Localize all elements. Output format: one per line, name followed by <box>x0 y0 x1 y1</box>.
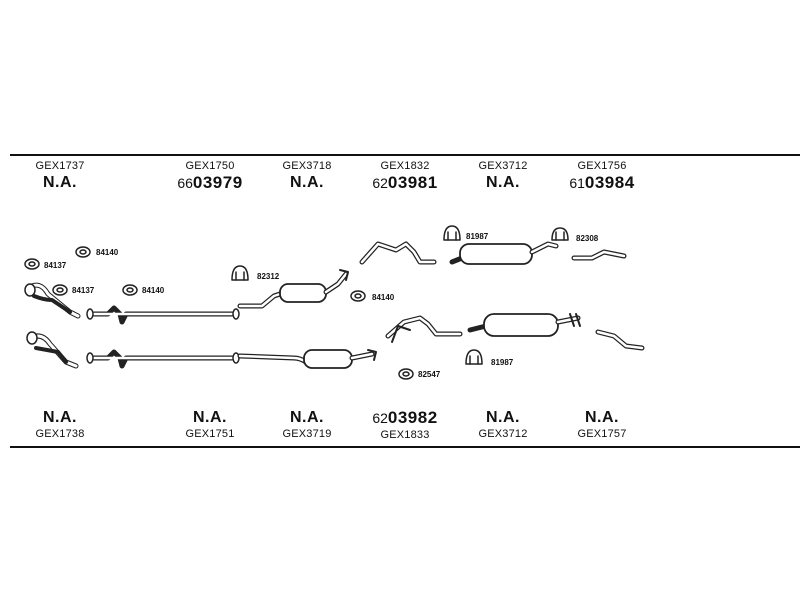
gasket-84140-icon <box>75 246 91 258</box>
gasket-84137-icon <box>24 258 40 270</box>
front-downpipe-bottom-icon <box>26 331 79 369</box>
kit-number: N.A. <box>193 409 227 426</box>
gasket-84140-icon <box>122 284 138 296</box>
kit-number-main: 03982 <box>387 408 438 427</box>
kit-code: GEX3712 <box>478 428 528 440</box>
rear-silencer-bottom-icon <box>467 313 581 337</box>
kit-code: GEX1832 <box>380 160 430 172</box>
clamp-82312-icon <box>231 265 249 281</box>
front-downpipe-top-icon <box>24 282 81 319</box>
front-pipe-bottom-icon <box>86 349 240 369</box>
part-label-84140: 84140 <box>96 248 119 257</box>
kit-number: N.A. <box>290 409 324 426</box>
kit-number: N.A. <box>43 174 77 191</box>
part-label-84140: 84140 <box>142 286 165 295</box>
kit-number-prefix: 66 <box>177 175 193 191</box>
bottom-col-2: N.A. GEX1751 <box>155 408 265 441</box>
kit-code: GEX1833 <box>380 429 430 441</box>
kit-number: 6103984 <box>547 173 657 194</box>
bottom-col-5: N.A. GEX3712 <box>448 408 558 441</box>
bottom-col-3: N.A. GEX3719 <box>252 408 362 441</box>
intermediate-pipe-bottom-icon <box>385 315 463 343</box>
kit-code: GEX1756 <box>577 160 627 172</box>
kit-number: N.A. <box>486 409 520 426</box>
tail-pipe-bottom-icon <box>595 329 645 351</box>
kit-code: GEX3712 <box>478 160 528 172</box>
intermediate-pipe-top-icon <box>359 241 437 265</box>
kit-code: GEX1738 <box>35 428 85 440</box>
front-pipe-top-icon <box>86 305 240 325</box>
clamp-81987-icon <box>443 225 461 241</box>
part-label-84137: 84137 <box>44 261 67 270</box>
kit-number: 6203982 <box>350 408 460 429</box>
center-silencer-top-icon <box>237 269 349 309</box>
top-col-2: GEX1750 6603979 <box>155 160 265 194</box>
clamp-81987-icon <box>465 349 483 365</box>
kit-code: GEX1750 <box>185 160 235 172</box>
kit-number: N.A. <box>290 174 324 191</box>
kit-code: GEX3719 <box>282 428 332 440</box>
kit-number-main: 03979 <box>192 173 243 192</box>
part-label-82308: 82308 <box>576 234 599 243</box>
bottom-col-4: 6203982 GEX1833 <box>350 408 460 442</box>
kit-number: N.A. <box>43 409 77 426</box>
kit-number: 6603979 <box>155 173 265 194</box>
part-label-81987: 81987 <box>491 358 514 367</box>
part-label-81987: 81987 <box>466 232 489 241</box>
top-col-3: GEX3718 N.A. <box>252 160 362 193</box>
kit-number: 6203981 <box>350 173 460 194</box>
part-label-84137: 84137 <box>72 286 95 295</box>
top-divider-line <box>10 154 800 156</box>
kit-number: N.A. <box>486 174 520 191</box>
kit-code: GEX1757 <box>577 428 627 440</box>
top-col-6: GEX1756 6103984 <box>547 160 657 194</box>
top-col-1: GEX1737 N.A. <box>5 160 115 193</box>
top-col-4: GEX1832 6203981 <box>350 160 460 194</box>
bottom-col-6: N.A. GEX1757 <box>547 408 657 441</box>
rear-silencer-top-icon <box>449 241 559 265</box>
kit-number-prefix: 61 <box>569 175 585 191</box>
bottom-divider-line <box>10 446 800 448</box>
kit-number-main: 03984 <box>584 173 635 192</box>
kit-code: GEX1751 <box>185 428 235 440</box>
top-col-5: GEX3712 N.A. <box>448 160 558 193</box>
kit-number-prefix: 62 <box>372 175 388 191</box>
clamp-82308-icon <box>551 227 569 241</box>
center-silencer-bottom-icon <box>237 349 377 369</box>
tail-pipe-top-icon <box>571 249 627 261</box>
part-label-84140: 84140 <box>372 293 395 302</box>
clamp-82547-icon <box>398 368 414 380</box>
kit-code: GEX3718 <box>282 160 332 172</box>
part-label-82547: 82547 <box>418 370 441 379</box>
gasket-84137-icon <box>52 284 68 296</box>
kit-code: GEX1737 <box>35 160 85 172</box>
bottom-col-1: N.A. GEX1738 <box>5 408 115 441</box>
kit-number-main: 03981 <box>387 173 438 192</box>
part-label-82312: 82312 <box>257 272 280 281</box>
gasket-84140-icon <box>350 290 366 302</box>
kit-number: N.A. <box>585 409 619 426</box>
kit-number-prefix: 62 <box>372 410 388 426</box>
